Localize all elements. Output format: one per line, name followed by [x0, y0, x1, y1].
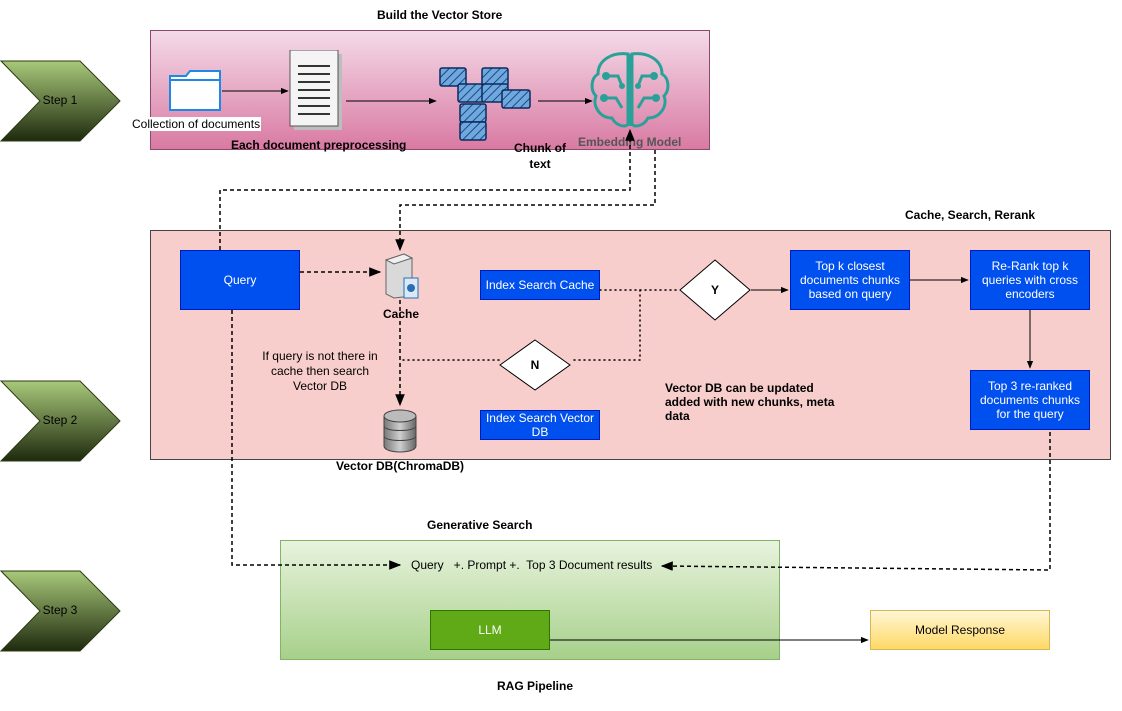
cache-server-icon	[384, 253, 419, 299]
step-1-label: Step 1	[42, 93, 78, 107]
vector-db-icon	[383, 409, 417, 453]
llm-box: LLM	[430, 610, 550, 650]
index-search-vector-box: Index Search Vector DB	[480, 410, 600, 440]
step-3-chevron	[0, 570, 121, 652]
index-search-cache-box: Index Search Cache	[480, 270, 600, 300]
dashed-embedding-to-cache	[395, 150, 656, 252]
chunk-label: Chunk of text	[514, 141, 566, 171]
search-panel	[150, 230, 1111, 460]
dashed-top3-to-prompt	[660, 432, 1051, 571]
chunks-icon	[439, 67, 531, 141]
prompt-text: Query +. Prompt +. Top 3 Document result…	[411, 558, 653, 572]
query-box: Query	[180, 250, 300, 310]
search-title: Cache, Search, Rerank	[905, 208, 1036, 222]
decision-no-diamond	[499, 339, 571, 391]
decision-no-label: N	[530, 358, 540, 372]
dotted-to-no	[570, 289, 641, 361]
decision-yes-label: Y	[710, 283, 719, 297]
generative-title: Generative Search	[427, 518, 533, 532]
vector-store-title: Build the Vector Store	[377, 8, 503, 22]
vector-db-label: Vector DB(ChromaDB)	[336, 459, 465, 473]
rerank-box: Re-Rank top k queries with cross encoder…	[970, 250, 1090, 310]
pipeline-title: RAG Pipeline	[497, 679, 574, 693]
step-1-chevron	[0, 60, 121, 142]
step-2-chevron	[0, 380, 121, 462]
embedding-brain-icon	[590, 52, 670, 128]
dashed-query-to-prompt	[231, 310, 402, 570]
folder-icon	[169, 70, 221, 111]
cache-label: Cache	[383, 307, 420, 321]
cache-note: If query is not there in cache then sear…	[262, 349, 378, 393]
dashed-query-to-embedding	[219, 128, 635, 250]
step-3-label: Step 3	[42, 603, 78, 617]
preprocessing-label: Each document preprocessing	[231, 138, 407, 152]
decision-yes-diamond	[679, 259, 751, 321]
document-icon	[289, 50, 342, 130]
step-2-label: Step 2	[42, 413, 78, 427]
top-3-box: Top 3 re-ranked documents chunks for the…	[970, 370, 1090, 430]
top-k-box: Top k closest documents chunks based on …	[790, 250, 910, 310]
db-update-note: Vector DB can be updated added with new …	[665, 381, 835, 423]
model-response-box: Model Response	[870, 610, 1050, 650]
collection-label: Collection of documents	[131, 117, 262, 131]
